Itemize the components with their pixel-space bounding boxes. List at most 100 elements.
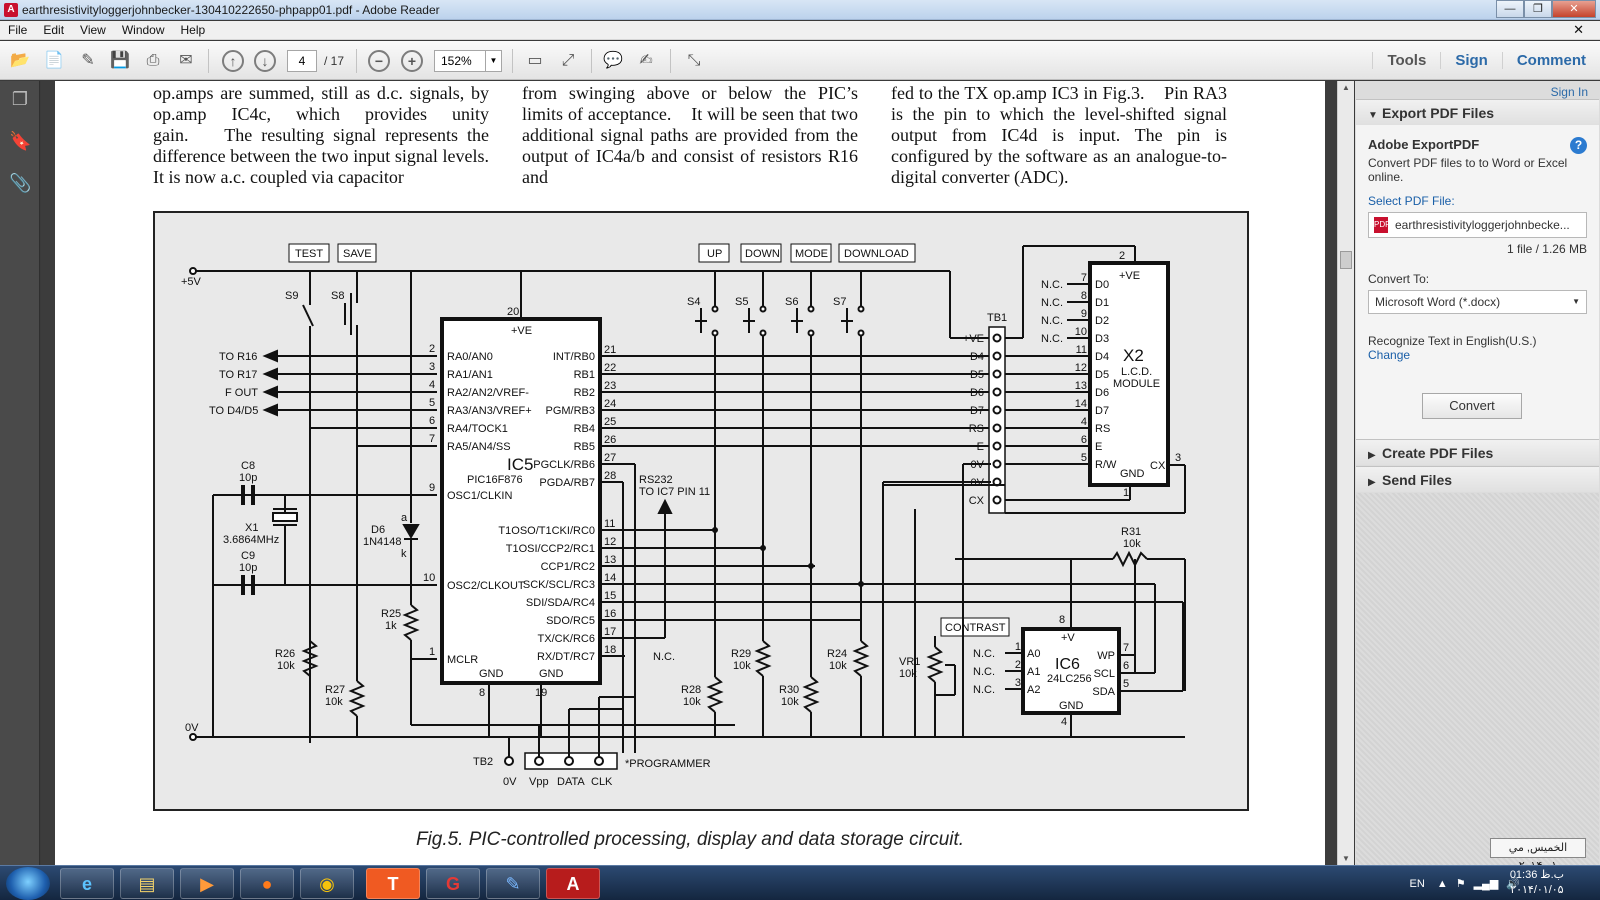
window-title: earthresistivityloggerjohnbecker-1304102…	[22, 2, 440, 17]
page-thumbnails-icon[interactable]: ❐	[11, 89, 29, 109]
full-screen-icon[interactable]: ⤡	[687, 52, 701, 69]
navigation-pane: ❐ 🔖 📎	[0, 81, 40, 865]
ic6-pin-label: SCL	[1094, 668, 1115, 680]
scroll-down-icon[interactable]: ▼	[1342, 854, 1350, 863]
internet-explorer-icon[interactable]: e	[60, 868, 114, 899]
convert-to-select[interactable]: Microsoft Word (*.docx) ▼	[1368, 290, 1587, 314]
ic5-pin-ra1: RA1/AN1	[447, 369, 493, 381]
network-icon[interactable]: ▂▄▆	[1473, 878, 1499, 890]
rc7-nc: N.C.	[653, 651, 675, 663]
ic5-pin-num: 23	[604, 380, 616, 392]
chrome-icon[interactable]: ◉	[300, 868, 354, 899]
fit-width-icon[interactable]: ⤢	[561, 52, 575, 69]
toolbar: 📂 📄 ✎ 💾 ⎙ ✉ ↑ ↓ 4 / 17 − + 152% ▼ ▭ ⤢ 💬 …	[0, 41, 1600, 80]
d6-part: 1N4148	[363, 536, 402, 548]
ic5-pin-label: PGCLK/RB6	[533, 459, 595, 471]
menu-edit[interactable]: Edit	[43, 23, 65, 37]
help-icon[interactable]: ?	[1570, 137, 1587, 154]
file-explorer-icon[interactable]: ▤	[120, 868, 174, 899]
ic5-pin-label: RB5	[574, 441, 595, 453]
save-icon[interactable]: 💾	[110, 52, 130, 69]
ic5-pin-ra0: RA0/AN0	[447, 351, 493, 363]
send-files-title: Send Files	[1382, 472, 1453, 488]
language-indicator[interactable]: EN	[1409, 877, 1425, 890]
r31-label: R31	[1121, 526, 1141, 538]
print-icon[interactable]: ⎙	[146, 52, 160, 69]
comment-icon[interactable]: 💬	[603, 52, 623, 69]
clock-date: ۲۰۱۴/۰۱/۰۵	[1510, 884, 1564, 896]
panel-empty-area	[1356, 493, 1599, 865]
zoom-in-icon[interactable]: +	[401, 50, 423, 72]
app-g-icon[interactable]: G	[426, 868, 480, 899]
menu-help[interactable]: Help	[180, 23, 206, 37]
edit-pdf-icon[interactable]: ✎	[81, 52, 95, 69]
app-t-icon[interactable]: T	[366, 868, 420, 899]
x2-pin-label: R/W	[1095, 459, 1117, 471]
flag-icon[interactable]: ⚑	[1455, 878, 1466, 890]
create-pdf-icon[interactable]: 📄	[44, 52, 64, 69]
volume-icon[interactable]: 🔊	[1506, 878, 1520, 890]
chevron-down-icon[interactable]: ▼	[485, 51, 501, 71]
page-number-input[interactable]: 4	[287, 50, 317, 72]
maximize-button[interactable]: ❐	[1524, 0, 1552, 18]
ic5-pin-num: 24	[604, 398, 616, 410]
email-icon[interactable]: ✉	[179, 52, 193, 69]
figure-caption: Fig.5. PIC-controlled processing, displa…	[415, 829, 965, 850]
convert-button[interactable]: Convert	[1422, 393, 1522, 419]
menu-window[interactable]: Window	[121, 23, 165, 37]
tb1-terminal-label: RS	[969, 423, 984, 435]
x2-ve: +VE	[1119, 270, 1140, 282]
fit-page-icon[interactable]: ▭	[527, 52, 543, 69]
send-files-header[interactable]: ▶Send Files	[1356, 466, 1599, 492]
firefox-icon[interactable]: ●	[240, 868, 294, 899]
export-pdf-header[interactable]: ▼Export PDF Files	[1356, 99, 1599, 125]
vertical-scrollbar[interactable]: ▲ ▼	[1337, 81, 1354, 865]
menu-view[interactable]: View	[80, 23, 106, 37]
x1-value: 3.6864MHz	[223, 534, 279, 546]
comment-link[interactable]: Comment	[1501, 52, 1600, 69]
junction-dot	[712, 527, 718, 533]
open-file-icon[interactable]: 📂	[10, 52, 30, 69]
change-link[interactable]: Change	[1368, 348, 1411, 362]
r31-value: 10k	[1123, 538, 1141, 550]
minimize-button[interactable]: —	[1496, 0, 1524, 18]
show-hidden-icon[interactable]: ▲	[1436, 877, 1448, 890]
close-button[interactable]: ✕	[1552, 0, 1596, 18]
start-button[interactable]	[6, 867, 50, 900]
clock[interactable]: 01:36 ب.ظ ۲۰۱۴/۰۱/۰۵	[1510, 868, 1564, 898]
zoom-select[interactable]: 152% ▼	[434, 50, 502, 72]
x2-pin-label: D0	[1095, 279, 1109, 291]
vr1-label: VR1	[899, 656, 920, 668]
paint-icon[interactable]: ✎	[486, 868, 540, 899]
adobe-reader-task-icon[interactable]: A	[546, 868, 600, 899]
sign-link[interactable]: Sign	[1440, 52, 1502, 69]
ic5-pin-mclr: MCLR	[447, 654, 478, 666]
ic6-pin-num: 7	[1123, 642, 1129, 654]
recognize-text: Recognize Text in English(U.S.)	[1368, 334, 1537, 348]
media-player-icon[interactable]: ▶	[180, 868, 234, 899]
scroll-thumb[interactable]	[1340, 251, 1352, 269]
attachments-icon[interactable]: 📎	[9, 173, 32, 193]
highlight-icon[interactable]: ✍	[639, 52, 653, 69]
c9-label: C9	[241, 550, 255, 562]
tb1-terminal	[992, 387, 1002, 397]
scroll-up-icon[interactable]: ▲	[1342, 83, 1350, 92]
tools-link[interactable]: Tools	[1372, 52, 1440, 69]
ic5-pin-label: RX/DT/RC7	[537, 651, 595, 663]
expand-icon: ▶	[1368, 450, 1376, 461]
previous-page-icon[interactable]: ↑	[222, 50, 244, 72]
sign-in-link[interactable]: Sign In	[1550, 85, 1588, 99]
up-button-label: UP	[707, 248, 722, 260]
menu-file[interactable]: File	[8, 23, 28, 37]
r28-value: 10k	[683, 696, 701, 708]
zoom-out-icon[interactable]: −	[368, 50, 390, 72]
create-pdf-header[interactable]: ▶Create PDF Files	[1356, 439, 1599, 465]
next-page-icon[interactable]: ↓	[254, 50, 276, 72]
ic5-pin-num: 9	[429, 482, 435, 494]
x2-pin-label: D5	[1095, 369, 1109, 381]
x2-pin-num: 8	[1081, 290, 1087, 302]
selected-file[interactable]: PDF earthresistivityloggerjohnbecke...	[1368, 212, 1587, 238]
x2-pin-label: D1	[1095, 297, 1109, 309]
bookmarks-icon[interactable]: 🔖	[9, 131, 32, 151]
close-document-icon[interactable]: ✕	[1573, 22, 1584, 37]
